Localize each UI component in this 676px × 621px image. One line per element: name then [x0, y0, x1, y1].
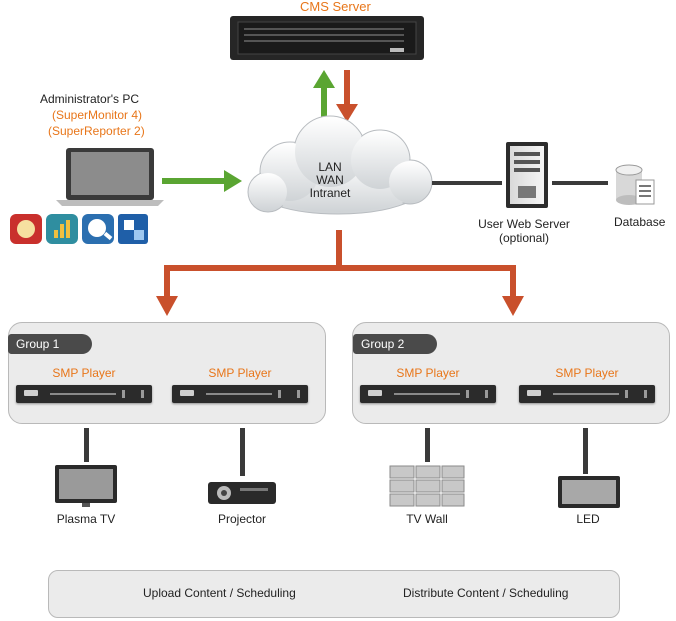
group-1-player-2-label: SMP Player [208, 366, 272, 380]
smp-player-icon [360, 385, 496, 403]
link-line-web-server [432, 181, 502, 185]
group-1-label: Group 1 [8, 334, 92, 354]
red-monitor-icon [10, 214, 42, 244]
chart-icon [46, 214, 78, 244]
group-2-label: Group 2 [353, 334, 437, 354]
legend-distribute-label: Distribute Content / Scheduling [403, 586, 569, 600]
smp-player-icon [172, 385, 308, 403]
group-1-player-1-label: SMP Player [52, 366, 116, 380]
group-2-player-2-label: SMP Player [555, 366, 619, 380]
led-display-icon [558, 476, 620, 508]
distribute-arrows-to-groups [156, 230, 524, 316]
tower-server-icon [506, 142, 548, 208]
search-s-icon [82, 214, 114, 244]
network-line3: Intranet [309, 186, 351, 200]
database-label: Database [614, 215, 666, 229]
device-label-projector: Projector [217, 512, 267, 526]
device-label-plasma-tv: Plasma TV [56, 512, 116, 526]
blue-app-icon [118, 214, 148, 244]
upload-arrow-to-cms [313, 70, 335, 126]
admin-pc-title: Administrator's PC [40, 92, 139, 106]
tv-wall-icon [389, 465, 465, 507]
link-line-led [583, 428, 588, 474]
device-label-led: LED [576, 512, 600, 526]
smp-player-icon [16, 385, 152, 403]
admin-pc-line2: (SuperReporter 2) [48, 124, 145, 138]
link-line-plasma [84, 428, 89, 462]
cms-server-label: CMS Server [300, 0, 371, 14]
legend-upload-label: Upload Content / Scheduling [143, 586, 296, 600]
group-2-player-1-label: SMP Player [396, 366, 460, 380]
database-icon [615, 164, 655, 205]
admin-pc-line1: (SuperMonitor 4) [52, 108, 143, 122]
network-line2: WAN [316, 173, 344, 187]
link-line-tvwall [425, 428, 430, 462]
network-line1: LAN [318, 160, 342, 174]
device-label-tv-wall: TV Wall [406, 512, 448, 526]
link-line-database [552, 181, 608, 185]
plasma-tv-icon [55, 465, 117, 507]
laptop-icon [56, 148, 164, 206]
projector-icon [208, 482, 276, 504]
link-line-projector [240, 428, 245, 476]
upload-arrow-to-network [162, 170, 242, 192]
legend-box [48, 570, 620, 618]
web-server-line1: User Web Server [478, 217, 570, 231]
cms-server-icon [230, 16, 424, 60]
distribute-arrow-from-cms [336, 70, 358, 122]
smp-player-icon [519, 385, 655, 403]
web-server-line2: (optional) [498, 231, 550, 245]
